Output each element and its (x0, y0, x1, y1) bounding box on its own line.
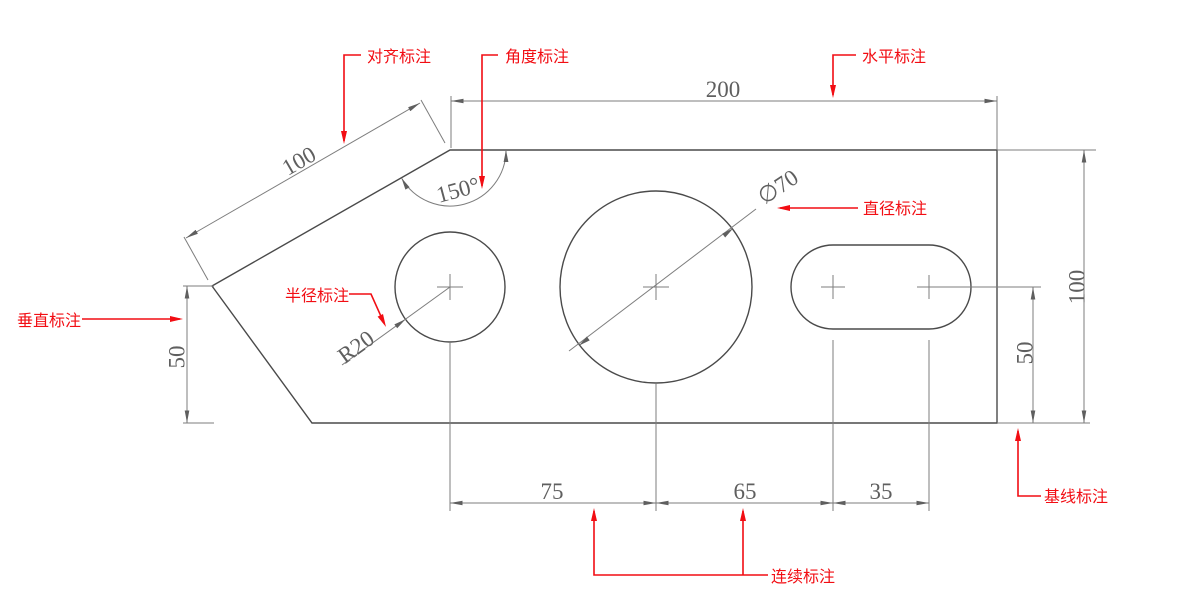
leader-radius (349, 293, 385, 324)
ext-aligned-upper (420, 99, 446, 144)
leader-angular (481, 54, 498, 186)
label-radius-dim: 半径标注 (285, 286, 349, 305)
leader-horizontal (832, 54, 856, 95)
arrow-diameter-upper (722, 228, 734, 238)
arrow-arc-top (503, 150, 509, 162)
extension-lines (183, 96, 1096, 511)
label-horizontal-dim: 水平标注 (862, 47, 926, 66)
dim-value-65: 65 (734, 479, 757, 504)
label-diameter-dim: 直径标注 (863, 199, 927, 218)
dim-value-r20: R20 (333, 326, 379, 369)
center-mark-slot-left (821, 275, 845, 299)
arrow-radius (394, 319, 406, 329)
dim-value-50-right: 50 (1013, 342, 1038, 365)
dim-value-100-right: 100 (1065, 270, 1090, 305)
leader-aligned (343, 54, 361, 141)
leader-continued-arrow-2 (740, 508, 746, 521)
dim-value-35: 35 (870, 479, 893, 504)
dim-arc-150 (401, 149, 507, 207)
leader-baseline (1017, 431, 1041, 497)
leader-vertical-arrow (170, 316, 183, 322)
leader-angular-arrow (479, 176, 485, 189)
label-baseline-dim: 基线标注 (1044, 487, 1108, 506)
annotation-labels: 对齐标注 角度标注 水平标注 直径标注 半径标注 垂直标注 基线标注 连续标注 (17, 47, 1108, 586)
leader-aligned-arrow (341, 131, 347, 144)
label-vertical-dim: 垂直标注 (17, 311, 81, 330)
dim-value-200: 200 (706, 77, 741, 102)
dim-value-75: 75 (541, 479, 564, 504)
leader-continued (593, 511, 768, 576)
leader-diameter-arrow (777, 205, 790, 211)
hole-large-circle (559, 190, 753, 384)
arrow-arc-slant (401, 178, 410, 190)
label-aligned-dim: 对齐标注 (367, 47, 431, 66)
hole-slot (790, 244, 972, 330)
label-continued-dim: 连续标注 (771, 567, 835, 586)
center-mark-slot-right (917, 275, 941, 299)
dimension-lines (184, 98, 1087, 506)
dim-value-50-left: 50 (165, 346, 190, 369)
ext-aligned-lower (183, 236, 209, 281)
label-angular-dim: 角度标注 (505, 47, 569, 66)
arrow-diameter-lower (578, 336, 590, 346)
leader-baseline-arrow (1015, 428, 1021, 441)
annotation-leaders (82, 54, 1041, 576)
part-outline (210, 149, 998, 424)
dim-value-150deg: 150° (434, 172, 483, 207)
center-mark-large-circle (643, 274, 669, 300)
dim-line-aligned-100 (185, 102, 421, 239)
leader-radius-arrow (377, 314, 386, 327)
leader-continued-arrow-1 (591, 508, 597, 521)
dim-value-dia70: ∅70 (753, 165, 803, 210)
leader-horizontal-arrow (830, 85, 836, 98)
dim-line-diameter (568, 208, 757, 352)
dim-value-100-aligned: 100 (278, 142, 320, 181)
